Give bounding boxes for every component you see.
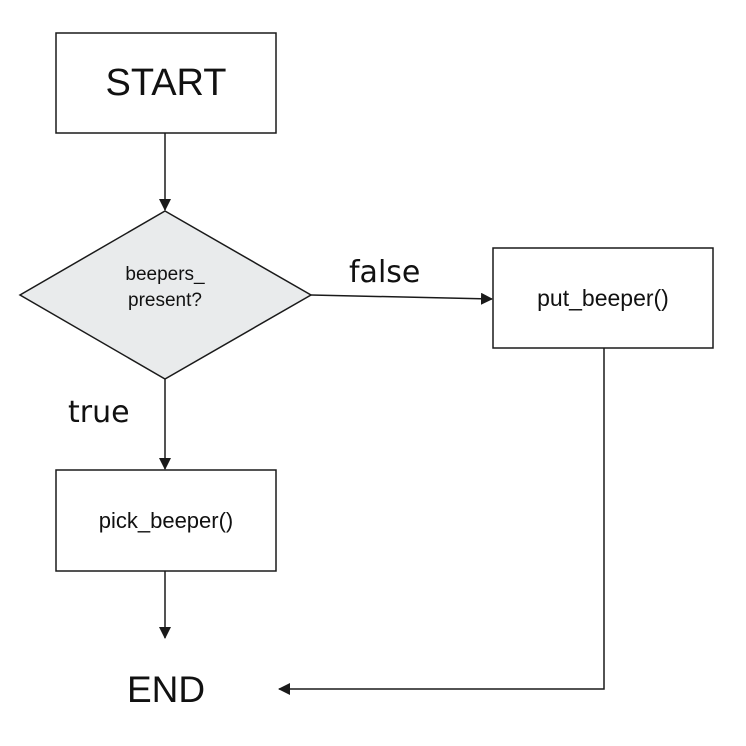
decision-label-line1: beepers_ — [125, 264, 205, 285]
arrow-false-to-put-beeper — [310, 292, 493, 305]
pick-beeper-node — [55, 469, 277, 572]
end-label: END — [126, 669, 206, 710]
start-node — [55, 32, 277, 134]
decision-label: beepers_ present? — [60, 262, 270, 314]
edge-label-false: false — [349, 255, 421, 290]
put-beeper-label: put_beeper() — [537, 285, 669, 311]
pick-beeper-label: pick_beeper() — [98, 508, 234, 533]
arrow-put-beeper-to-end — [278, 348, 605, 695]
decision-label-line2: present? — [128, 290, 202, 311]
edge-label-true: true — [68, 395, 130, 430]
start-label: START — [105, 62, 227, 104]
put-beeper-node — [492, 247, 714, 349]
